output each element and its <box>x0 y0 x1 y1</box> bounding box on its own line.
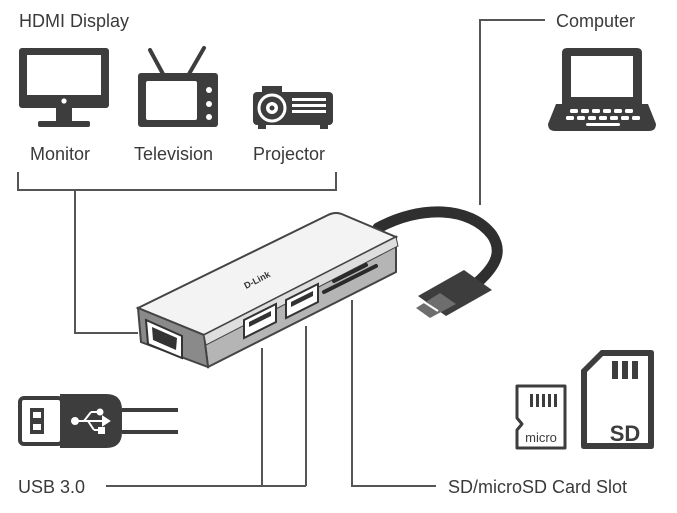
usb-plug-icon <box>18 394 178 448</box>
microsd-card-label: micro <box>525 430 557 445</box>
hub-cable <box>372 206 503 288</box>
computer-label: Computer <box>556 11 636 31</box>
usb-c-plug <box>416 270 492 318</box>
computer-connector-line <box>479 19 545 205</box>
usb-label: USB 3.0 <box>18 477 86 497</box>
card-slot-connector-line <box>351 300 436 487</box>
hub-microsd-slot <box>332 263 368 283</box>
hdmi-connector-line <box>74 190 138 334</box>
hub-top-face <box>135 212 399 337</box>
usb-c-hub: D-Link <box>135 206 503 369</box>
monitor-label: Monitor <box>30 144 91 164</box>
television-label: Television <box>134 144 214 164</box>
hub-sd-slot <box>322 264 378 294</box>
monitor-icon <box>19 48 109 127</box>
card-slot-label: SD/microSD Card Slot <box>448 477 628 497</box>
sd-card-label: SD <box>610 421 641 446</box>
laptop-icon <box>548 48 656 131</box>
projector-label: Projector <box>253 144 326 164</box>
hdmi-bracket-line <box>17 172 337 191</box>
hdmi-display-label: HDMI Display <box>19 11 130 31</box>
sd-card-icon: SD <box>581 350 654 449</box>
projector-icon <box>253 86 333 129</box>
microsd-card-icon: micro <box>515 384 567 450</box>
connector-lines <box>17 19 545 487</box>
television-icon <box>138 46 218 127</box>
